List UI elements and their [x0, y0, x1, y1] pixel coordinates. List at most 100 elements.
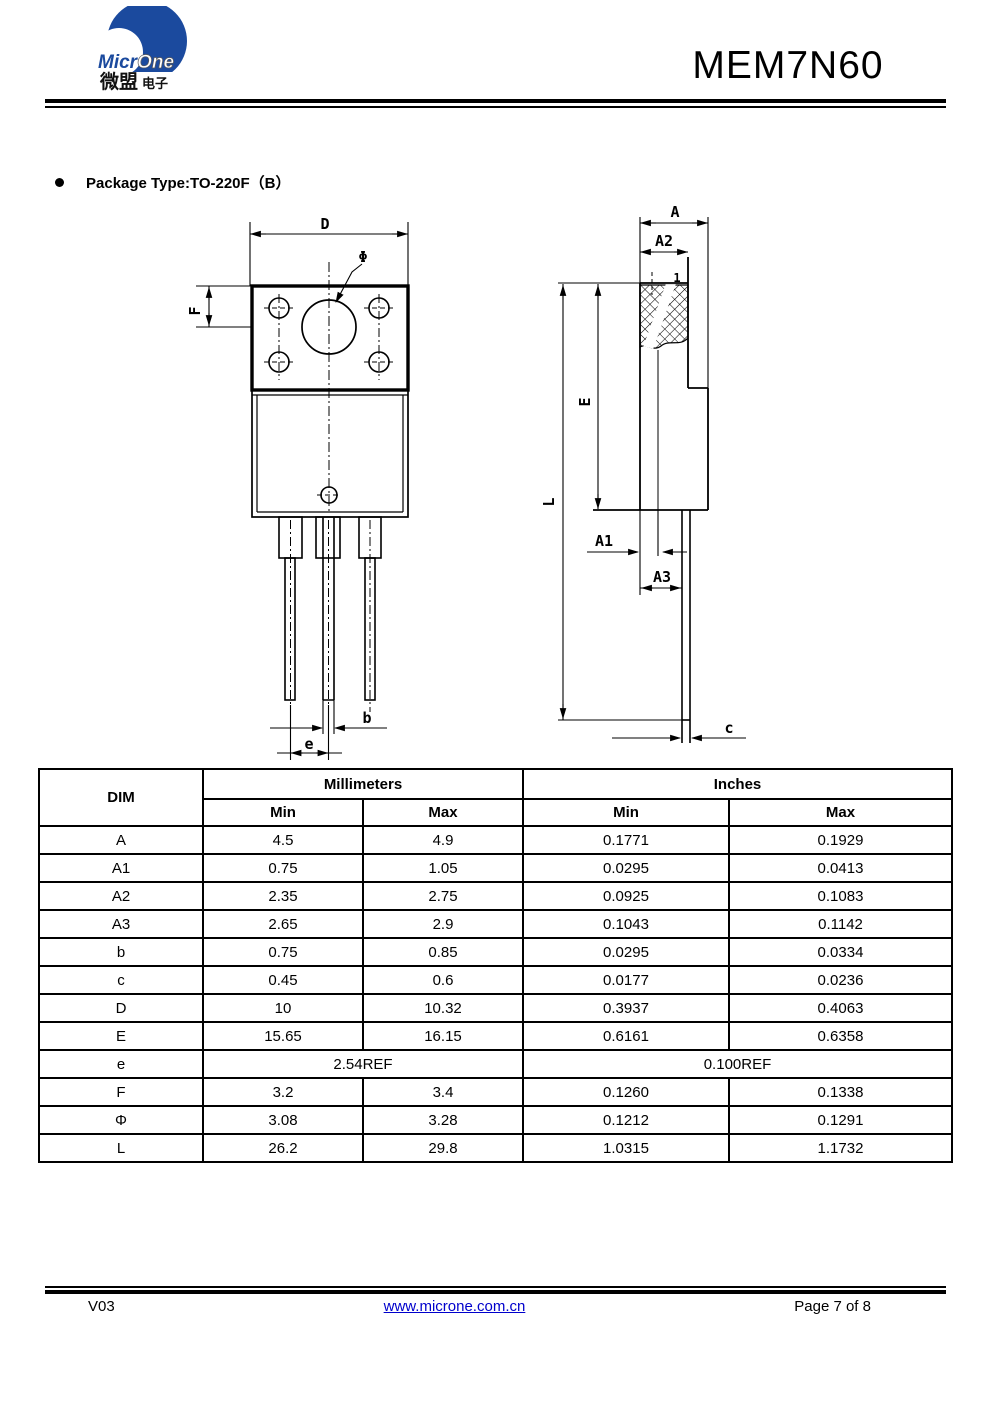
table-cell: 0.85 [362, 937, 524, 967]
footer-page-number: Page 7 of 8 [794, 1298, 871, 1315]
package-outline-drawing: D Φ F b e A A2 1 E L A1 A3 c [186, 203, 746, 760]
front-view [196, 222, 410, 760]
table-cell: 0.0295 [522, 937, 730, 967]
footer-rule-thick [45, 1290, 946, 1294]
table-cell: c [38, 965, 204, 995]
table-cell: 16.15 [362, 1021, 524, 1051]
table-cell: 26.2 [202, 1133, 364, 1163]
header-rule-thick [45, 99, 946, 103]
table-cell: 0.6 [362, 965, 524, 995]
col-header-inches: Inches [522, 768, 953, 800]
label-E: E [576, 397, 594, 406]
table-cell: D [38, 993, 204, 1023]
table-cell: A2 [38, 881, 204, 911]
table-cell: 29.8 [362, 1133, 524, 1163]
col-header-millimeters: Millimeters [202, 768, 524, 800]
table-cell: 0.75 [202, 853, 364, 883]
table-cell: 0.6161 [522, 1021, 730, 1051]
label-c: c [724, 719, 733, 737]
logo-cn-sub: 电子 [142, 76, 168, 91]
table-cell: 3.28 [362, 1105, 524, 1135]
table-cell: 0.0334 [728, 937, 953, 967]
dimension-labels: D Φ F b e A A2 1 E L A1 A3 c [186, 203, 734, 753]
col-header-in-max: Max [728, 798, 953, 827]
table-cell: e [38, 1049, 204, 1079]
col-header-mm-max: Max [362, 798, 524, 827]
table-cell: 4.5 [202, 825, 364, 855]
footer: V03 www.microne.com.cn Page 7 of 8 [0, 1298, 991, 1315]
package-type-row: Package Type:TO-220F（B） [55, 172, 291, 193]
bullet-icon [55, 178, 64, 187]
footer-website-link[interactable]: www.microne.com.cn [383, 1298, 526, 1315]
header-rule-thin [45, 106, 946, 108]
table-cell: 0.4063 [728, 993, 953, 1023]
table-cell: 2.35 [202, 881, 364, 911]
table-cell: A1 [38, 853, 204, 883]
table-cell: 10 [202, 993, 364, 1023]
col-header-in-min: Min [522, 798, 730, 827]
table-cell: 0.0925 [522, 881, 730, 911]
table-cell: 0.1929 [728, 825, 953, 855]
table-cell: 1.1732 [728, 1133, 953, 1163]
logo-crescent [95, 28, 143, 76]
label-e: e [304, 735, 313, 753]
label-A: A [670, 203, 679, 221]
table-cell: 0.0295 [522, 853, 730, 883]
page-title: MEM7N60 [692, 44, 884, 87]
table-cell: 0.1771 [522, 825, 730, 855]
table-cell: A3 [38, 909, 204, 939]
col-header-mm-min: Min [202, 798, 364, 827]
table-cell: L [38, 1133, 204, 1163]
table-cell: 4.9 [362, 825, 524, 855]
table-cell: 0.1212 [522, 1105, 730, 1135]
footer-version: V03 [88, 1298, 115, 1315]
table-cell: 0.1338 [728, 1077, 953, 1107]
label-A2: A2 [655, 232, 673, 250]
table-cell: 15.65 [202, 1021, 364, 1051]
label-A3: A3 [653, 568, 671, 586]
table-cell: 0.1043 [522, 909, 730, 939]
table-cell: 0.6358 [728, 1021, 953, 1051]
side-view [558, 217, 746, 743]
table-cell: 10.32 [362, 993, 524, 1023]
table-cell: 0.0413 [728, 853, 953, 883]
table-cell: 0.100REF [522, 1049, 953, 1079]
table-cell: E [38, 1021, 204, 1051]
table-cell: F [38, 1077, 204, 1107]
table-cell: 2.75 [362, 881, 524, 911]
table-cell: 0.1260 [522, 1077, 730, 1107]
table-cell: 0.1142 [728, 909, 953, 939]
label-F: F [186, 306, 204, 315]
package-type-label: Package Type:TO-220F（B） [86, 175, 291, 192]
label-phi: Φ [358, 248, 367, 266]
label-A1: A1 [595, 532, 613, 550]
logo-graphic: MicrOne 微盟 电子 [92, 1, 196, 93]
table-cell: 3.08 [202, 1105, 364, 1135]
table-cell: 0.0236 [728, 965, 953, 995]
table-cell: 2.54REF [202, 1049, 524, 1079]
label-b: b [362, 709, 371, 727]
table-cell: 0.75 [202, 937, 364, 967]
table-cell: 0.1291 [728, 1105, 953, 1135]
table-cell: 3.2 [202, 1077, 364, 1107]
company-logo: MicrOne 微盟 电子 [92, 1, 196, 93]
label-L: L [540, 497, 558, 506]
table-cell: 2.65 [202, 909, 364, 939]
table-cell: 2.9 [362, 909, 524, 939]
label-D: D [320, 215, 329, 233]
table-cell: 0.3937 [522, 993, 730, 1023]
table-cell: 3.4 [362, 1077, 524, 1107]
table-cell: b [38, 937, 204, 967]
table-cell: 0.1083 [728, 881, 953, 911]
